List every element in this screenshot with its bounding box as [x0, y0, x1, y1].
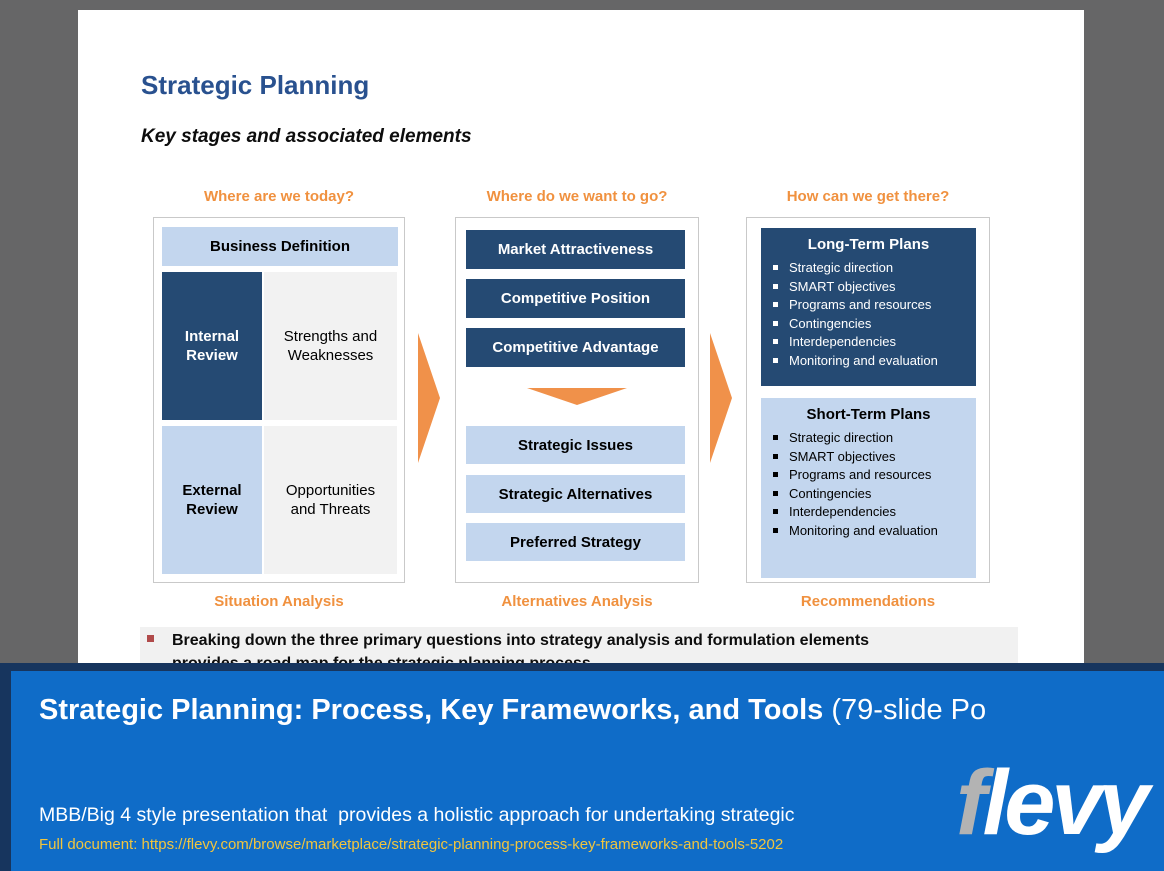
list-item-text: Interdependencies [789, 504, 896, 519]
banner-description: MBB/Big 4 style presentation that provid… [39, 745, 795, 871]
slide-title: Strategic Planning [141, 70, 370, 100]
banner-title-suffix: (79-slide Po [823, 694, 987, 726]
question-header-today: Where are we today? [203, 188, 355, 205]
list-item: Interdependencies [773, 505, 976, 518]
banner-description-line: MBB/Big 4 style presentation that provid… [39, 804, 795, 826]
list-item: Strategic direction [773, 431, 976, 444]
square-bullet-icon [773, 435, 778, 440]
list-item-text: Strategic direction [789, 260, 894, 275]
list-item: Programs and resources [773, 468, 976, 481]
stage-label-recommendations: Recommendations [800, 593, 936, 610]
long-term-plans-title: Long-Term Plans [807, 236, 930, 253]
flevy-logo-levy: levy [982, 752, 1150, 854]
stage-label-situation: Situation Analysis [214, 593, 344, 610]
full-document-link[interactable]: Full document: https://flevy.com/browse/… [39, 836, 784, 853]
list-item: Strategic direction [773, 261, 976, 274]
external-review-cell: External Review [162, 426, 262, 574]
list-item: Monitoring and evaluation [773, 354, 976, 367]
short-term-plans-panel: Short-Term Plans Strategic direction SMA… [761, 398, 976, 578]
square-bullet-icon [773, 283, 778, 289]
banner-title-main: Strategic Planning: Process, Key Framewo… [39, 694, 824, 726]
list-item: Contingencies [773, 317, 976, 330]
stage-label-alternatives: Alternatives Analysis [501, 593, 653, 610]
square-bullet-icon [773, 527, 778, 533]
square-bullet-icon [773, 490, 778, 496]
square-bullet-icon [773, 357, 778, 363]
square-bullet-icon [773, 509, 778, 514]
list-item-text: SMART objectives [789, 278, 896, 294]
list-item-text: Monitoring and evaluation [789, 522, 938, 538]
square-bullet-icon [773, 453, 778, 459]
flevy-logo-f: f [956, 752, 987, 854]
down-arrow-icon [527, 388, 627, 405]
question-header-go: Where do we want to go? [486, 188, 668, 205]
square-bullet-icon [773, 320, 778, 326]
list-item-text: Contingencies [789, 315, 872, 331]
list-item-text: Interdependencies [789, 334, 896, 349]
internal-review-cell: Internal Review [162, 272, 262, 420]
list-item: Monitoring and evaluation [773, 524, 976, 537]
square-bullet-icon [773, 265, 778, 270]
right-arrow-icon [418, 333, 440, 463]
list-item-text: Monitoring and evaluation [789, 352, 938, 368]
list-item-text: Programs and resources [789, 297, 932, 312]
alternatives-analysis-box: Market Attractiveness Competitive Positi… [455, 217, 699, 583]
situation-analysis-box: Business Definition Internal Review Stre… [153, 217, 405, 583]
competitive-advantage-cell: Competitive Advantage [466, 328, 685, 367]
square-bullet-icon [773, 472, 778, 477]
square-bullet-icon [773, 339, 778, 344]
strategic-issues-cell: Strategic Issues [466, 426, 685, 464]
strategic-alternatives-cell: Strategic Alternatives [466, 475, 685, 513]
square-bullet-icon [147, 635, 154, 642]
short-term-plans-title: Short-Term Plans [806, 406, 931, 423]
list-item: Contingencies [773, 487, 976, 500]
strengths-weaknesses-cell: Strengths and Weaknesses [264, 272, 397, 420]
list-item: Interdependencies [773, 335, 976, 348]
preferred-strategy-cell: Preferred Strategy [466, 523, 685, 561]
short-term-plans-list: Strategic direction SMART objectives Pro… [761, 431, 976, 537]
list-item: Programs and resources [773, 298, 976, 311]
banner-title: Strategic Planning: Process, Key Framewo… [39, 691, 1164, 729]
list-item-text: Strategic direction [789, 430, 894, 445]
long-term-plans-panel: Long-Term Plans Strategic direction SMAR… [761, 228, 976, 386]
flevy-logo: flevy [956, 757, 1150, 849]
bottom-banner: Strategic Planning: Process, Key Framewo… [0, 663, 1164, 871]
list-item: SMART objectives [773, 450, 976, 463]
long-term-plans-list: Strategic direction SMART objectives Pro… [761, 261, 976, 367]
list-item-text: SMART objectives [789, 448, 896, 464]
list-item-text: Contingencies [789, 485, 872, 501]
note-text-line1: Breaking down the three primary question… [172, 632, 870, 649]
competitive-position-cell: Competitive Position [466, 279, 685, 318]
slide-subtitle: Key stages and associated elements [141, 126, 472, 147]
banner-panel: Strategic Planning: Process, Key Framewo… [11, 671, 1164, 871]
market-attractiveness-cell: Market Attractiveness [466, 230, 685, 269]
opportunities-threats-cell: Opportunities and Threats [264, 426, 397, 574]
list-item-text: Programs and resources [789, 467, 932, 482]
question-header-there: How can we get there? [786, 188, 950, 205]
right-arrow-icon [710, 333, 732, 463]
business-definition-cell: Business Definition [162, 227, 398, 266]
list-item: SMART objectives [773, 280, 976, 293]
recommendations-box: Long-Term Plans Strategic direction SMAR… [746, 217, 990, 583]
square-bullet-icon [773, 302, 778, 307]
